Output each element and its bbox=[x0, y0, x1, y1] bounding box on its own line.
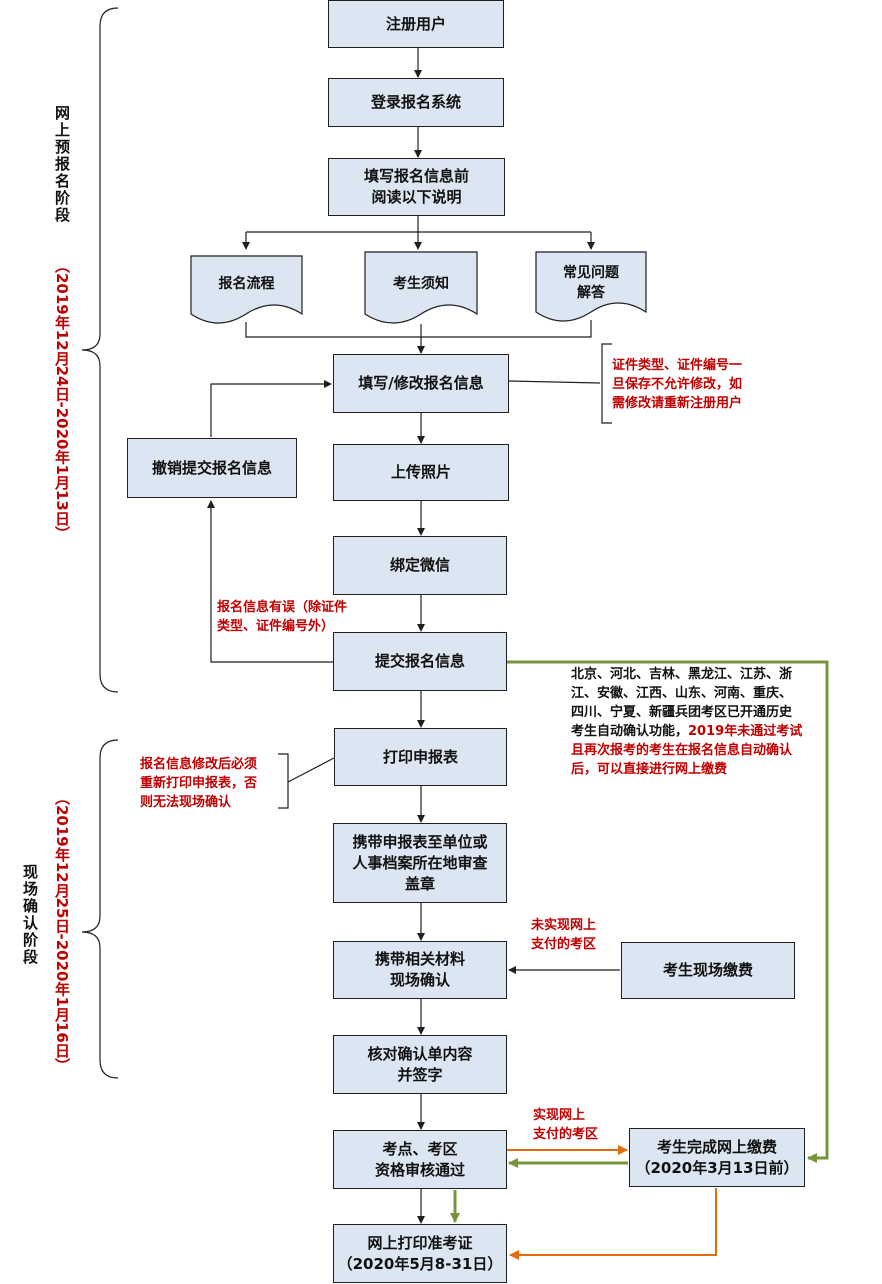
stage1-brace bbox=[81, 7, 119, 693]
step-upload-photo: 上传照片 bbox=[333, 444, 509, 501]
note-id-notice: 证件类型、证件编号一 旦保存不允许修改，如 需修改请重新注册用户 bbox=[612, 358, 743, 411]
step-bind-wechat: 绑定微信 bbox=[333, 536, 507, 595]
note-auto-confirm: 北京、河北、吉林、黑龙江、江苏、浙 江、安徽、江西、山东、河南、重庆、 四川、宁… bbox=[571, 665, 861, 779]
note-no-online-pay: 未实现网上 支付的考区 bbox=[531, 918, 597, 952]
note-online-pay-zone: 实现网上 支付的考区 bbox=[533, 1108, 599, 1142]
doc-process: 报名流程 bbox=[218, 276, 275, 292]
note-reprint-connector bbox=[287, 757, 335, 783]
doc-shape-faq bbox=[535, 251, 647, 322]
doc-shape-process bbox=[190, 255, 303, 324]
step-cancel-submit: 撤销提交报名信息 bbox=[127, 438, 297, 498]
note-reprint: 报名信息修改后必须 重新打印申报表，否 则无法现场确认 bbox=[140, 757, 258, 810]
stage1-title: 网上预报名阶段 bbox=[53, 105, 71, 224]
note-auto-confirm-regions: 北京、河北、吉林、黑龙江、江苏、浙 江、安徽、江西、山东、河南、重庆、 四川、宁… bbox=[571, 667, 793, 739]
doc-faq: 常见问题 解答 bbox=[563, 265, 619, 301]
stage2-brace bbox=[81, 739, 119, 1079]
step-print-form: 打印申报表 bbox=[334, 728, 507, 786]
step-online-pay: 考生完成网上缴费 （2020年3月13日前） bbox=[629, 1128, 805, 1187]
step-fill-info: 填写/修改报名信息 bbox=[333, 354, 509, 413]
green-arrow-submit-pay bbox=[507, 660, 829, 1163]
doc-shape-notice bbox=[364, 251, 478, 324]
note-id-connector bbox=[508, 380, 601, 384]
connector-docs-bottom bbox=[245, 320, 592, 338]
step-print-ticket: 网上打印准考证 （2020年5月8-31日） bbox=[333, 1224, 507, 1283]
note-info-error: 报名信息有误（除证件 类型、证件编号外） bbox=[217, 600, 348, 634]
step-register: 注册用户 bbox=[328, 0, 504, 48]
orange-arrow-pay-ticket bbox=[509, 1188, 717, 1260]
stage2-date: （2019年12月25日-2020年1月16日） bbox=[53, 790, 71, 1073]
step-onsite-confirm: 携带相关材料 现场确认 bbox=[333, 941, 507, 999]
note-reprint-bracket bbox=[278, 753, 289, 809]
stage2-title: 现场确认阶段 bbox=[21, 864, 39, 966]
step-read-before: 填写报名信息前 阅读以下说明 bbox=[328, 158, 505, 216]
step-review-pass: 考点、考区 资格审核通过 bbox=[333, 1130, 507, 1189]
arrow-cancel-fill bbox=[210, 380, 332, 437]
step-onsite-pay: 考生现场缴费 bbox=[621, 942, 795, 999]
step-login: 登录报名系统 bbox=[328, 78, 504, 127]
note-id-bracket bbox=[601, 343, 612, 424]
note-auto-confirm-condition: 2019年未通过考试 且再次报考的考生在报名信息自动确认 后，可以直接进行网上缴… bbox=[571, 724, 803, 777]
step-submit-info: 提交报名信息 bbox=[333, 632, 507, 691]
step-check-sign: 核对确认单内容 并签字 bbox=[333, 1035, 507, 1094]
doc-notice: 考生须知 bbox=[393, 276, 449, 292]
step-stamp-form: 携带申报表至单位或 人事档案所在地审查 盖章 bbox=[333, 823, 507, 903]
arrow-submit-cancel bbox=[207, 500, 333, 663]
stage1-date: （2019年12月24日-2020年1月13日） bbox=[53, 258, 71, 541]
